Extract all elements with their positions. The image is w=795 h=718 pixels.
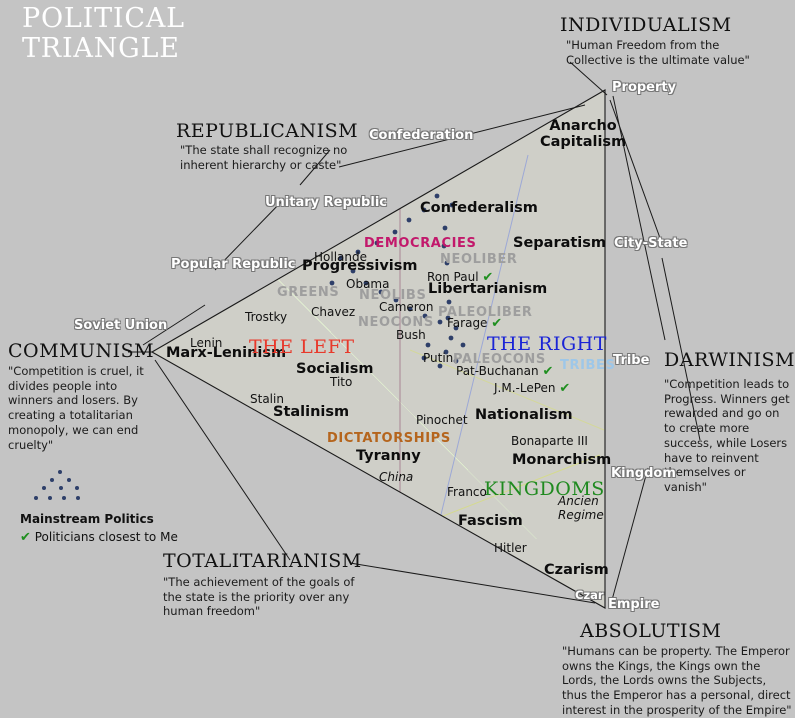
politician-hitler[interactable]: Hitler [494, 541, 527, 555]
ideology-czarism[interactable]: Czarism [544, 562, 609, 578]
politician-pat-buchanan-row[interactable]: Pat-Buchanan ✔ [456, 364, 553, 379]
check-icon: ✔ [482, 270, 494, 285]
politician-tito[interactable]: Tito [330, 375, 353, 389]
node-soviet-union[interactable]: Soviet Union [74, 318, 168, 333]
page-title-line-2: TRIANGLE [22, 33, 180, 65]
node-tribe[interactable]: Tribe [613, 353, 650, 368]
ideology-marx-leninism[interactable]: Marx-Leninism [166, 345, 287, 361]
node-empire[interactable]: Empire [608, 597, 660, 612]
zone-democracies[interactable]: DEMOCRACIES [364, 236, 477, 251]
corner-individualism-title: INDIVIDUALISM [560, 14, 732, 36]
politician-hollande[interactable]: Hollande [314, 250, 367, 264]
zone-paleocons[interactable]: PALEOCONS [453, 352, 546, 367]
corner-absolutism-title: ABSOLUTISM [580, 620, 722, 642]
corner-republicanism-title: REPUBLICANISM [176, 120, 359, 142]
check-icon: ✔ [491, 316, 503, 331]
corner-totalitarianism-quote: "The achievement of the goals of the sta… [163, 575, 355, 619]
politician-stalin[interactable]: Stalin [250, 392, 284, 406]
check-icon: ✔ [20, 530, 31, 545]
politician-chavez[interactable]: Chavez [311, 305, 356, 319]
corner-darwinism-quote: "Competition leads to Progress. Winners … [664, 377, 790, 495]
ideology-tyranny[interactable]: Tyranny [356, 448, 421, 464]
node-popular-republic[interactable]: Popular Republic [171, 257, 296, 272]
ideology-anarcho-capitalism[interactable]: Anarcho Capitalism [540, 118, 626, 150]
ideology-progressivism[interactable]: Progressivism [302, 258, 418, 274]
corner-darwinism-title: DARWINISM [664, 349, 795, 371]
politician-ancien-regime-line-2: Regime [558, 507, 604, 522]
ideology-socialism[interactable]: Socialism [296, 361, 374, 377]
triangle-outline [150, 89, 606, 609]
legend: Mainstream Politics ✔ Politicians closes… [18, 470, 218, 545]
politician-farage: Farage [447, 316, 488, 330]
ideology-fascism[interactable]: Fascism [458, 513, 523, 529]
politician-jm-lepen: J.M.-LePen [494, 381, 556, 395]
politician-trostky[interactable]: Trostky [245, 310, 288, 324]
corner-communism: COMMUNISM "Competition is cruel, it divi… [8, 340, 156, 452]
zone-the-right[interactable]: THE RIGHT [487, 333, 607, 355]
ideology-confederalism[interactable]: Confederalism [420, 200, 538, 216]
ideology-stalinism[interactable]: Stalinism [273, 404, 350, 420]
ideology-monarchism[interactable]: Monarchism [512, 452, 612, 468]
politician-bush[interactable]: Bush [396, 328, 426, 342]
zone-greens[interactable]: GREENS [277, 285, 340, 300]
zone-the-left[interactable]: THE LEFT [249, 336, 355, 358]
politician-pinochet[interactable]: Pinochet [416, 413, 468, 427]
corner-absolutism-quote: "Humans can be property. The Emperor own… [562, 644, 792, 717]
zone-paleoliber[interactable]: PALEOLIBER [438, 305, 533, 320]
politician-ancien-regime-line-1: Ancien [558, 494, 599, 508]
ideology-anarcho-capitalism-line-2: Capitalism [540, 134, 627, 151]
divider-kingdoms-b [409, 349, 605, 431]
ideology-separatism[interactable]: Separatism [513, 235, 607, 251]
node-unitary-republic[interactable]: Unitary Republic [265, 195, 387, 210]
politician-china[interactable]: China [379, 470, 414, 484]
politician-cameron[interactable]: Cameron [379, 300, 434, 314]
node-city-state[interactable]: City-State [614, 236, 688, 251]
zone-tribes[interactable]: TRIBES [560, 358, 616, 373]
corner-republicanism-quote: "The state shall recognize no inherent h… [180, 143, 348, 172]
legend-closest-label: Politicians closest to Me [34, 530, 178, 544]
zone-neolibs[interactable]: NEOLIBS [359, 288, 427, 303]
page-title-line-1: POLITICAL [22, 3, 185, 34]
zone-neocons[interactable]: NEOCONS [358, 315, 434, 330]
corner-totalitarianism-title: TOTALITARIANISM [163, 550, 362, 572]
politician-ron-paul: Ron Paul [427, 270, 479, 284]
politician-pat-buchanan: Pat-Buchanan [456, 364, 539, 378]
corner-absolutism: ABSOLUTISM "Humans can be property. The … [562, 620, 794, 718]
check-icon: ✔ [559, 381, 571, 396]
politician-obama[interactable]: Obama [346, 277, 390, 291]
ideology-libertarianism[interactable]: Libertarianism [428, 281, 548, 297]
corner-darwinism: DARWINISM "Competition leads to Progress… [664, 349, 794, 495]
politician-ron-paul-row[interactable]: Ron Paul ✔ [427, 270, 493, 285]
zone-neoliber[interactable]: NEOLIBER [440, 252, 518, 267]
corner-republicanism: REPUBLICANISM "The state shall recognize… [176, 120, 359, 172]
corner-individualism-quote: "Human Freedom from the Collective is th… [566, 38, 750, 67]
node-czar[interactable]: Czar [575, 588, 604, 602]
check-icon: ✔ [542, 364, 554, 379]
callout-lines [128, 61, 701, 604]
legend-closest-row: ✔ Politicians closest to Me [20, 530, 178, 545]
politician-lenin[interactable]: Lenin [190, 336, 223, 350]
node-property[interactable]: Property [612, 80, 677, 95]
ideology-anarcho-capitalism-line-1: Anarcho [549, 118, 617, 134]
politician-ancien-regime[interactable]: Ancien Regime [558, 494, 604, 523]
mainstream-politics-dot-trail [329, 193, 466, 369]
politician-franco[interactable]: Franco [447, 485, 487, 499]
zone-dictatorships[interactable]: DICTATORSHIPS [327, 431, 451, 446]
legend-dot-triangle-icon [28, 470, 98, 510]
corner-communism-title: COMMUNISM [8, 340, 155, 362]
divider-left-right [429, 154, 529, 561]
corner-totalitarianism: TOTALITARIANISM "The achievement of the … [163, 550, 362, 619]
node-kingdom[interactable]: Kingdom [611, 466, 676, 481]
page-title: POLITICAL TRIANGLE [22, 3, 185, 65]
politician-putin[interactable]: Putin [423, 351, 454, 365]
politician-farage-row[interactable]: Farage ✔ [447, 316, 502, 331]
politician-jm-lepen-row[interactable]: J.M.-LePen ✔ [494, 381, 570, 396]
corner-individualism: INDIVIDUALISM "Human Freedom from the Co… [560, 14, 775, 67]
politician-bonaparte-iii[interactable]: Bonaparte III [511, 434, 588, 448]
ideology-nationalism[interactable]: Nationalism [475, 407, 573, 423]
legend-mainstream-label: Mainstream Politics [20, 512, 154, 526]
corner-communism-quote: "Competition is cruel, it divides people… [8, 364, 144, 452]
zone-kingdoms[interactable]: KINGDOMS [484, 478, 605, 500]
node-confederation[interactable]: Confederation [369, 128, 474, 143]
